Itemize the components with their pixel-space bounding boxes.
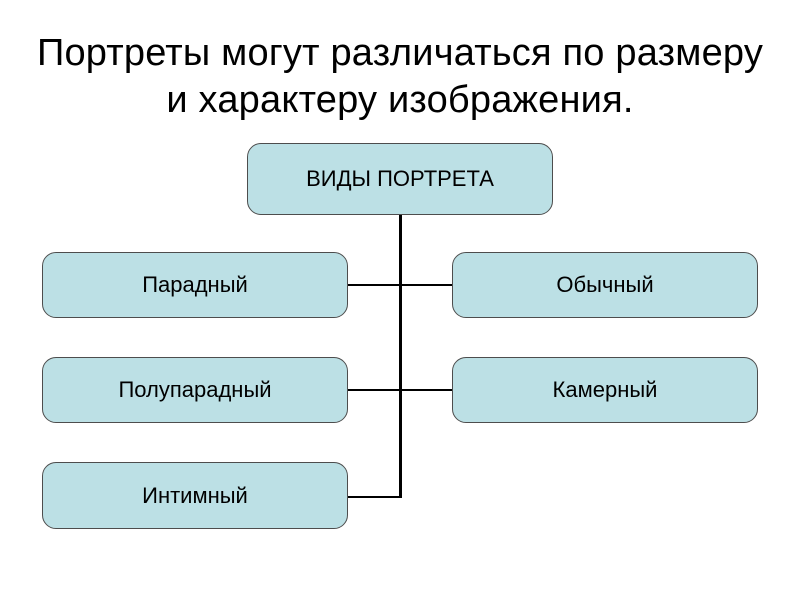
node-intimny: Интимный	[42, 462, 348, 529]
node-obychny-label: Обычный	[556, 272, 654, 297]
connector-vertical-spine	[399, 215, 402, 498]
node-intimny-label: Интимный	[142, 482, 248, 508]
node-paradny-label: Парадный	[142, 272, 248, 297]
node-poluparadny: Полупарадный	[42, 357, 348, 423]
slide-title: Портреты могут различаться по размеру и …	[0, 30, 800, 124]
node-poluparadny-label: Полупарадный	[118, 377, 272, 402]
slide-title-line2: и характеру изображения.	[166, 79, 634, 121]
node-vidy-portreta-label: ВИДЫ ПОРТРЕТА	[306, 166, 494, 191]
node-vidy-portreta: ВИДЫ ПОРТРЕТА	[247, 143, 553, 215]
node-obychny: Обычный	[452, 252, 758, 318]
node-kamerny: Камерный	[452, 357, 758, 423]
connector-row2	[348, 389, 452, 391]
node-paradny: Парадный	[42, 252, 348, 318]
connector-row1	[348, 284, 452, 286]
node-kamerny-label: Камерный	[552, 377, 658, 402]
connector-row3	[348, 496, 401, 498]
slide-title-line1: Портреты могут различаться по размеру	[36, 32, 764, 74]
